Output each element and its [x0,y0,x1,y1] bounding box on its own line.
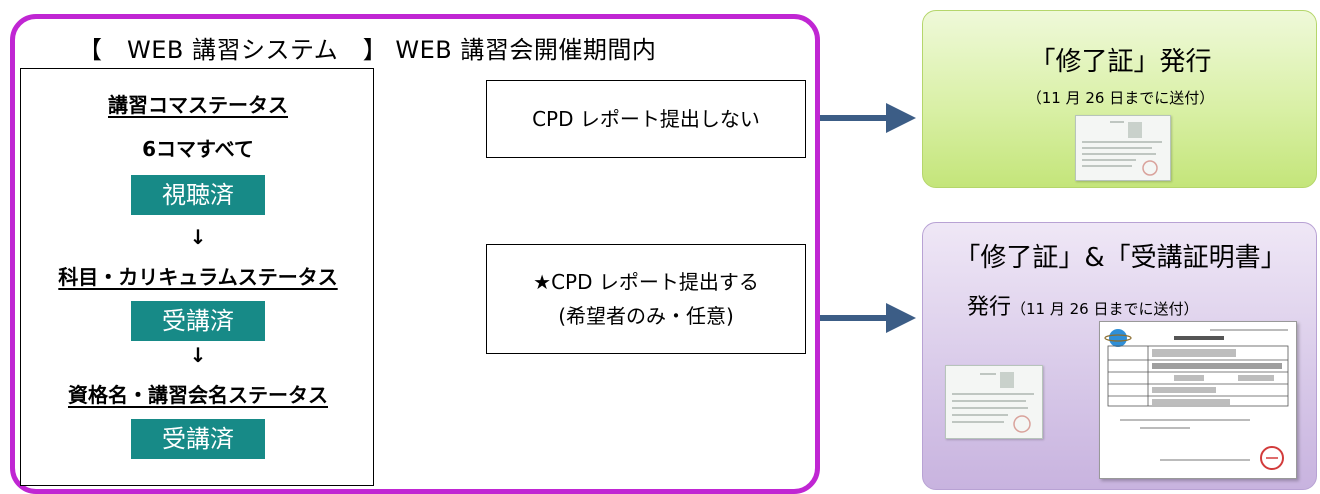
both-issue-line: 発行（11 月 26 日までに送付） [967,289,1199,321]
option-no-report: CPD レポート提出しない [486,80,806,158]
certificate-image-icon [945,365,1043,439]
subject-status-badge: 受講済 [131,301,265,341]
qualification-status-heading: 資格名・講習会名ステータス [68,383,328,407]
down-arrow-icon: ↓ [189,225,207,249]
option-submit-report: ★CPD レポート提出する (希望者のみ・任意) [486,244,806,354]
down-arrow-icon: ↓ [189,343,207,367]
both-note: （11 月 26 日までに送付） [1011,300,1199,318]
status-panel: 講習コマステータス 6コマすべて 視聴済 ↓ 科目・カリキュラムステータス 受講… [20,68,374,486]
attendance-document-icon [1099,321,1297,479]
course-condition: 6コマすべて [142,137,254,161]
option-report-line1: ★CPD レポート提出する [533,270,759,294]
certificate-image-icon [1075,115,1171,181]
course-status-heading: 講習コマステータス [108,93,288,117]
frame-title: 【 WEB 講習システム 】 WEB 講習会開催期間内 [78,36,657,64]
both-issue-label: 発行 [967,295,1012,320]
both-title: 「修了証」&「受講証明書」 [954,243,1287,273]
option-no-report-label: CPD レポート提出しない [532,107,760,131]
result-certificate: 「修了証」発行 （11 月 26 日までに送付） [922,10,1317,188]
certificate-title: 「修了証」発行 [1029,47,1212,77]
subject-status-heading: 科目・カリキュラムステータス [58,265,338,289]
course-status-badge: 視聴済 [131,175,265,215]
qualification-status-badge: 受講済 [131,419,265,459]
result-certificate-and-attendance: 「修了証」&「受講証明書」 発行（11 月 26 日までに送付） [922,222,1317,490]
certificate-note: （11 月 26 日までに送付） [1026,89,1215,107]
option-report-line2: (希望者のみ・任意) [558,304,734,328]
